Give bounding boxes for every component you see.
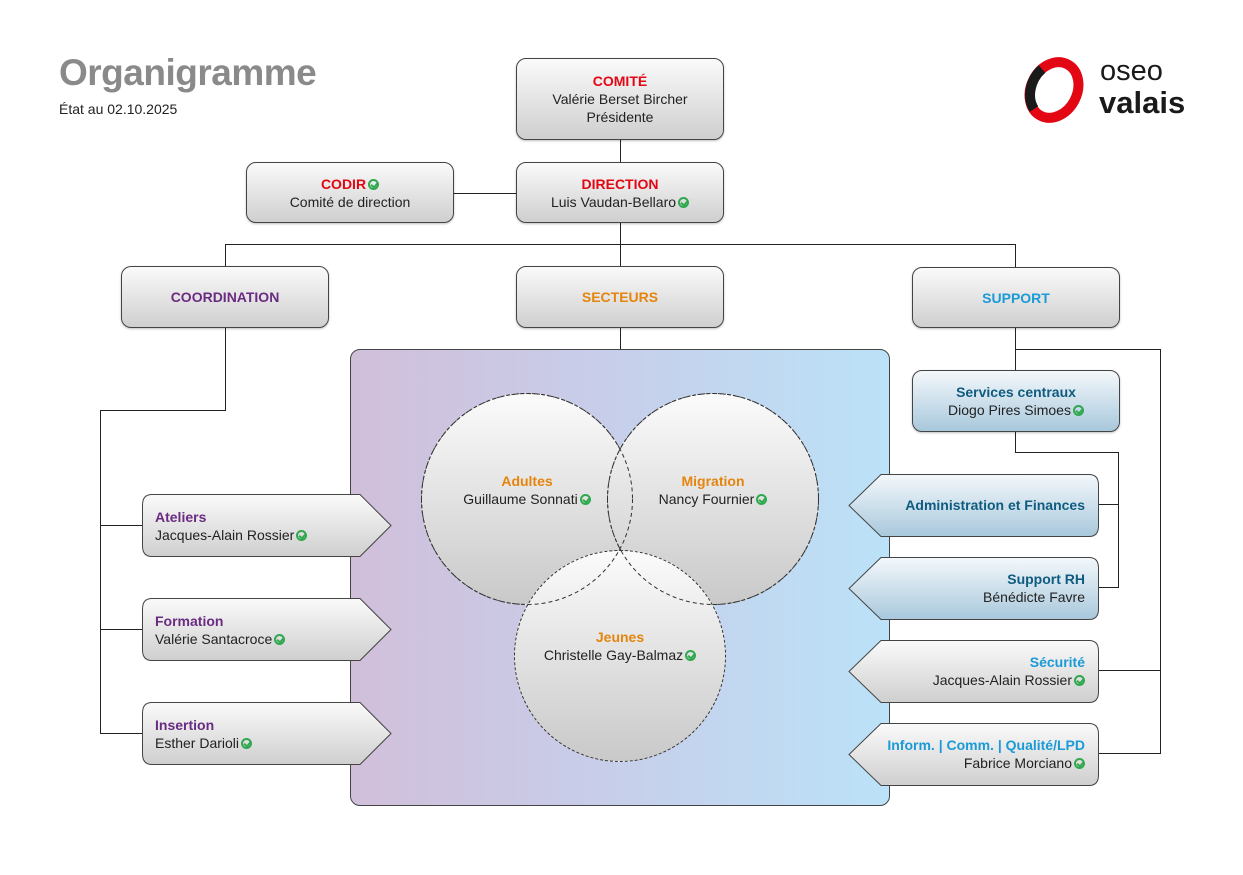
- check-icon: [579, 494, 591, 505]
- check-icon: [685, 650, 697, 661]
- connector-codir-direction: [453, 193, 517, 194]
- tag-shape: [848, 474, 1099, 537]
- connector-rh: [1098, 587, 1119, 588]
- connector-support-right: [1015, 349, 1161, 350]
- logo-ring-icon: [1024, 57, 1084, 123]
- support-unit-securite[interactable]: Sécurité Jacques-Alain Rossier: [848, 640, 1099, 703]
- unit-title: Administration et Finances: [905, 497, 1085, 513]
- direction-node[interactable]: DIRECTION Luis Vaudan-Bellaro: [516, 162, 724, 223]
- connector-services-trunk: [1118, 452, 1119, 588]
- connector-information: [1098, 753, 1161, 754]
- connector-admin: [1098, 504, 1119, 505]
- services-centraux-name: Diogo Pires Simoes: [948, 402, 1071, 418]
- connector-insertion: [100, 733, 142, 734]
- check-icon: [274, 634, 286, 645]
- comite-role: Présidente: [586, 109, 654, 125]
- services-centraux-node[interactable]: Services centraux Diogo Pires Simoes: [912, 370, 1120, 432]
- check-icon: [368, 178, 380, 190]
- unit-name: Jacques-Alain Rossier: [932, 672, 1072, 688]
- connector-formation: [100, 629, 142, 630]
- tag-shape: [848, 723, 1099, 786]
- check-icon: [1074, 675, 1085, 686]
- connector-support: [1015, 244, 1016, 267]
- support-title: SUPPORT: [982, 289, 1050, 306]
- sector-title: Adultes: [501, 473, 553, 489]
- secteurs-title: SECTEURS: [581, 289, 659, 305]
- connector-support-trunk: [1160, 349, 1161, 753]
- comite-name: Valérie Berset Bircher: [552, 91, 688, 107]
- sector-name: Guillaume Sonnati: [463, 491, 578, 507]
- support-node[interactable]: SUPPORT: [912, 267, 1120, 328]
- unit-name: Valérie Santacroce: [155, 631, 273, 647]
- connector-secteurs-box: [620, 327, 621, 349]
- coordination-unit-insertion[interactable]: Insertion Esther Darioli: [142, 702, 392, 765]
- sector-title: Jeunes: [595, 629, 645, 645]
- check-icon: [1072, 405, 1084, 416]
- check-icon: [296, 530, 308, 541]
- support-unit-admin-finances[interactable]: Administration et Finances: [848, 474, 1099, 537]
- connector-securite: [1098, 670, 1161, 671]
- connector-services-right: [1015, 452, 1119, 453]
- direction-name: Luis Vaudan-Bellaro: [550, 193, 677, 210]
- check-icon: [241, 738, 253, 749]
- comite-node[interactable]: COMITÉ Valérie Berset Bircher Présidente: [516, 58, 724, 140]
- support-unit-information[interactable]: Inform. | Comm. | Qualité/LPD Fabrice Mo…: [848, 723, 1099, 786]
- check-icon: [756, 494, 768, 505]
- connector-ateliers: [100, 525, 142, 526]
- check-icon: [678, 196, 690, 208]
- unit-title: Insertion: [155, 717, 215, 733]
- unit-title: Inform. | Comm. | Qualité/LPD: [887, 737, 1085, 753]
- support-unit-rh[interactable]: Support RH Bénédicte Favre: [848, 557, 1099, 620]
- logo-text-valais: valais: [1099, 85, 1186, 120]
- oseo-valais-logo: oseo valais: [1022, 55, 1192, 127]
- connector-coordination: [225, 244, 226, 266]
- unit-title: Support RH: [1007, 571, 1085, 587]
- date-label: État au 02.10.2025: [59, 101, 178, 117]
- tag-shape: [142, 702, 392, 765]
- coordination-unit-ateliers[interactable]: Ateliers Jacques-Alain Rossier: [142, 494, 392, 557]
- connector-coordination-left: [100, 410, 226, 411]
- tag-shape: [142, 494, 392, 557]
- tag-shape: [142, 598, 392, 661]
- connector-branches-horizontal: [225, 244, 1016, 245]
- unit-name: Esther Darioli: [155, 735, 240, 751]
- page-title: Organigramme: [59, 52, 317, 93]
- unit-title: Ateliers: [155, 509, 207, 525]
- sector-title: Migration: [681, 473, 745, 489]
- check-icon: [1074, 758, 1085, 769]
- direction-title: DIRECTION: [581, 175, 659, 192]
- connector-comite-direction: [620, 140, 621, 162]
- coordination-unit-formation[interactable]: Formation Valérie Santacroce: [142, 598, 392, 661]
- unit-title: Formation: [155, 613, 224, 629]
- connector-coordination-down: [225, 327, 226, 410]
- services-centraux-title: Services centraux: [956, 384, 1076, 400]
- unit-name: Fabrice Morciano: [963, 755, 1072, 771]
- codir-title: CODIR: [320, 175, 367, 192]
- logo-text-oseo: oseo: [1100, 55, 1163, 87]
- connector-services-down: [1015, 431, 1016, 453]
- tag-shape: [848, 557, 1099, 620]
- coordination-node[interactable]: COORDINATION: [121, 266, 329, 328]
- connector-coordination-trunk: [100, 410, 101, 734]
- coordination-title: COORDINATION: [170, 289, 280, 305]
- unit-name: Jacques-Alain Rossier: [155, 527, 295, 543]
- comite-title: COMITÉ: [592, 73, 648, 89]
- sector-name: Christelle Gay-Balmaz: [543, 647, 684, 663]
- unit-name: Bénédicte Favre: [983, 589, 1085, 605]
- codir-node[interactable]: CODIR Comité de direction: [246, 162, 454, 223]
- tag-shape: [848, 640, 1099, 703]
- secteurs-node[interactable]: SECTEURS: [516, 266, 724, 328]
- sector-name: Nancy Fournier: [658, 491, 755, 507]
- unit-title: Sécurité: [1029, 654, 1085, 670]
- sector-circle-jeunes[interactable]: Jeunes Christelle Gay-Balmaz: [514, 550, 726, 762]
- codir-subtitle: Comité de direction: [289, 193, 411, 210]
